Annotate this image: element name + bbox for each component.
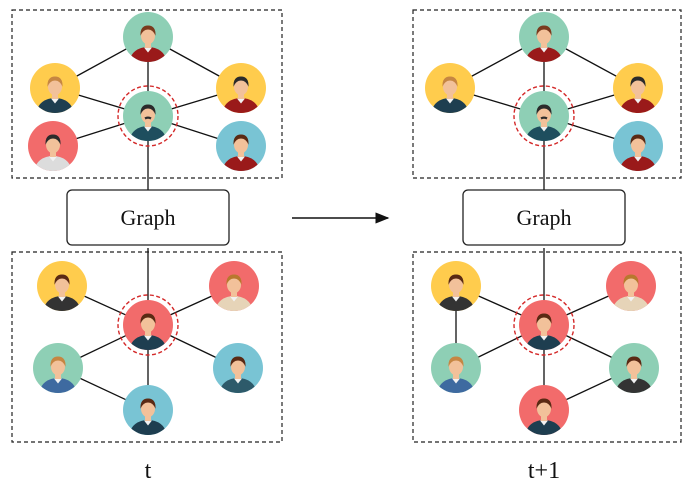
avatar-bottom-t1-4 [609,343,659,393]
avatar-bottom-t-1 [37,261,87,311]
avatar-bottom-t-3 [33,343,83,393]
graph-box-t [66,189,230,246]
panel-t-plus-1: Graph t+1 [412,9,682,484]
avatar-bottom-t-center [117,294,179,356]
avatar-bottom-t1-center [513,294,575,356]
top-graph-frame [412,9,682,179]
avatar-bottom-t-5 [123,385,173,435]
avatar-top-t1-2 [425,63,475,113]
caption-t: t [145,458,152,484]
avatar-top-t1-1 [519,12,569,62]
avatar-top-t-center [117,85,179,147]
avatar-top-t1-4 [613,121,663,171]
caption-t-plus-1: t+1 [528,458,560,484]
avatar-top-t-2 [30,63,80,113]
avatar-bottom-t1-5 [519,385,569,435]
avatar-bottom-t1-1 [431,261,481,311]
bottom-graph-frame [412,251,682,443]
panel-t: Graph t [11,9,283,484]
avatar-bottom-t-4 [213,343,263,393]
avatar-bottom-t1-3 [431,343,481,393]
bottom-graph-frame [11,251,283,443]
graph-box-t-plus-1-label: Graph [517,205,572,230]
top-graph-frame [11,9,283,179]
avatar-top-t1-3 [613,63,663,113]
avatar-top-t-4 [28,121,78,171]
avatar-bottom-t1-2 [606,261,656,311]
graph-box-t-label: Graph [121,205,176,230]
avatar-top-t1-center [513,85,575,147]
graph-box-t-plus-1 [462,189,626,246]
avatar-top-t-3 [216,63,266,113]
avatar-bottom-t-2 [209,261,259,311]
avatar-top-t-5 [216,121,266,171]
avatar-top-t-1 [123,12,173,62]
